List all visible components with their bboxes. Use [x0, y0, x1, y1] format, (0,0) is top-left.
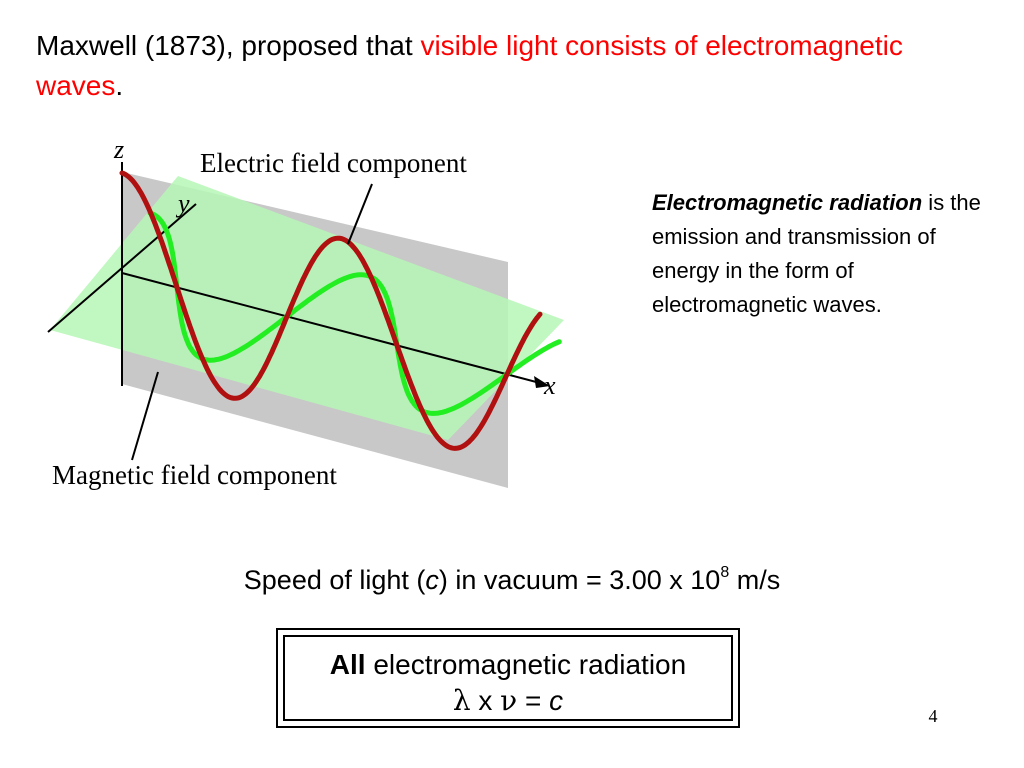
- c-symbol: c: [549, 685, 564, 716]
- formula-box: All electromagnetic radiation λ x ν = c: [276, 628, 740, 728]
- horizontal-plane: [50, 176, 564, 440]
- em-wave-figure: Electric field component Magnetic field …: [28, 140, 588, 500]
- speed-prefix: Speed of light (: [243, 565, 426, 595]
- em-wave-diagram: Electric field component Magnetic field …: [47, 140, 564, 490]
- magnetic-field-wave: [147, 210, 562, 416]
- title-end: .: [115, 70, 124, 101]
- electric-label-leader: [347, 183, 373, 245]
- speed-middle: ) in vacuum = 3.00 x 10: [438, 565, 721, 595]
- speed-symbol: c: [425, 565, 439, 595]
- formula-line-1: All electromagnetic radiation: [285, 647, 731, 683]
- speed-of-light: Speed of light (c) in vacuum = 3.00 x 10…: [0, 560, 1024, 600]
- x-axis-arrowhead: [534, 376, 550, 388]
- lambda-symbol: λ: [452, 684, 471, 717]
- speed-exponent: 8: [720, 564, 730, 581]
- electric-field-wave: [119, 170, 543, 451]
- page-number: 4: [928, 706, 938, 726]
- x-axis-label: x: [543, 371, 556, 400]
- formula-bold: All: [329, 649, 366, 680]
- formula-line-2: λ x ν = c: [285, 683, 731, 719]
- electric-field-label: Electric field component: [200, 148, 467, 178]
- nu-symbol: ν: [500, 684, 518, 717]
- slide-title: Maxwell (1873), proposed that visible li…: [36, 26, 936, 106]
- times-symbol: x: [470, 685, 501, 716]
- title-highlight: visible light consists of electromagneti…: [36, 30, 903, 101]
- z-axis-label: z: [113, 140, 124, 164]
- x-axis: [121, 272, 541, 384]
- speed-unit: m/s: [729, 565, 781, 595]
- y-axis: [47, 203, 197, 333]
- definition-term: Electromagnetic radiation: [652, 190, 923, 215]
- definition-text: is the emission and transmission of ener…: [652, 190, 981, 317]
- formula-box-inner: All electromagnetic radiation λ x ν = c: [283, 635, 733, 721]
- title-lead: Maxwell (1873), proposed that: [36, 30, 421, 61]
- equals-symbol: =: [517, 685, 550, 716]
- y-axis-label: y: [175, 189, 190, 218]
- magnetic-field-label: Magnetic field component: [52, 460, 337, 490]
- magnetic-label-leader: [131, 371, 159, 461]
- formula-rest: electromagnetic radiation: [365, 649, 687, 680]
- em-radiation-definition: Electromagnetic radiation is the emissio…: [652, 186, 1002, 322]
